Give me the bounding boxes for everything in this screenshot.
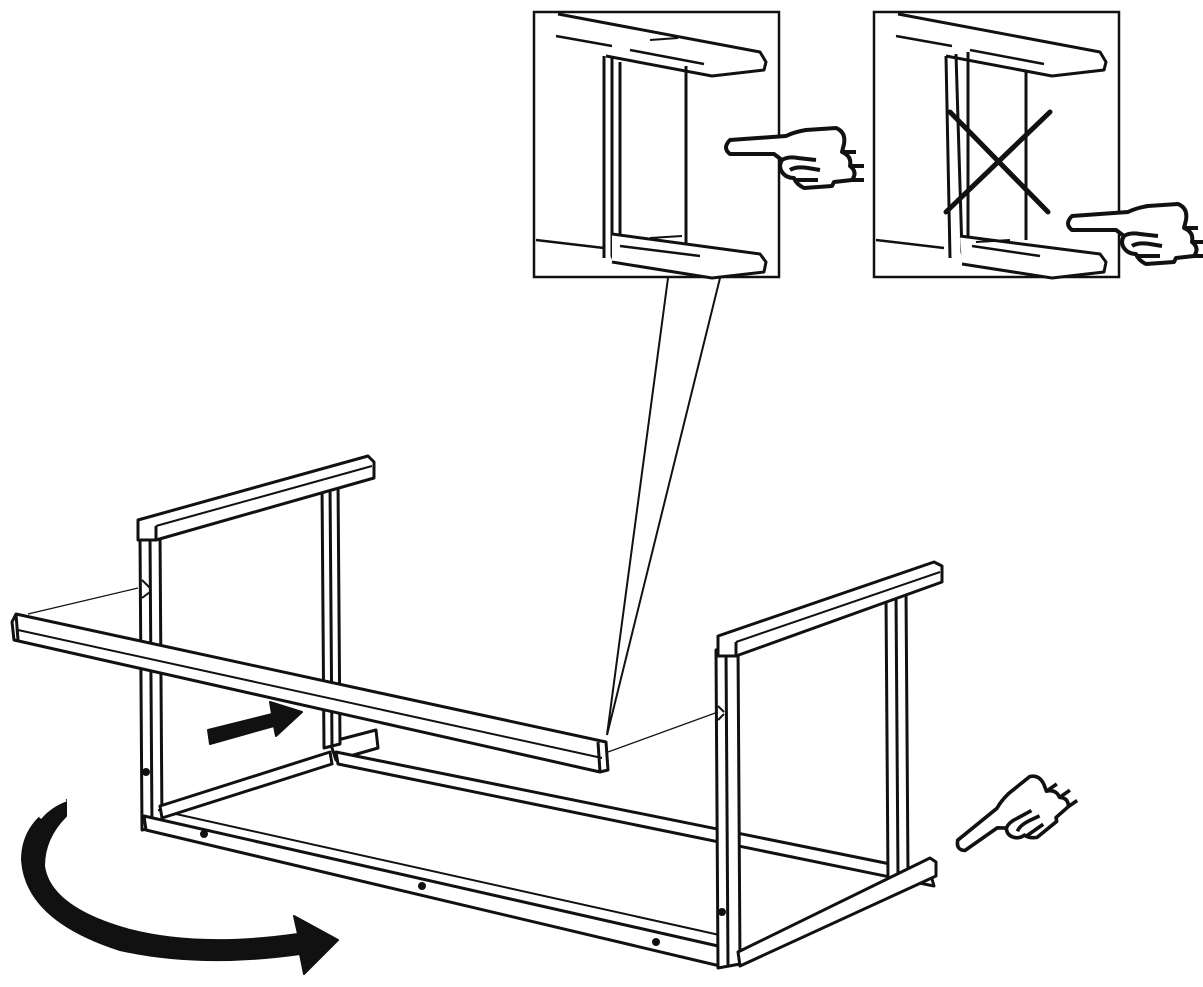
long-rail-part — [10, 612, 610, 774]
push-arrow-icon — [207, 701, 303, 745]
detail-inset-correct — [532, 10, 866, 280]
rotate-arrow-icon — [21, 798, 339, 975]
insertion-guide-lines — [27, 587, 719, 753]
pointing-hand-icon — [946, 760, 1084, 880]
detail-inset-incorrect — [872, 10, 1203, 280]
left-end-frame — [136, 454, 376, 832]
bottom-left-rail — [158, 750, 334, 820]
frame-assembly — [10, 454, 944, 970]
cross-mark-icon — [943, 109, 1053, 215]
right-end-frame — [714, 560, 944, 970]
callout-leader — [606, 277, 721, 736]
bottom-back-rail — [328, 728, 936, 888]
